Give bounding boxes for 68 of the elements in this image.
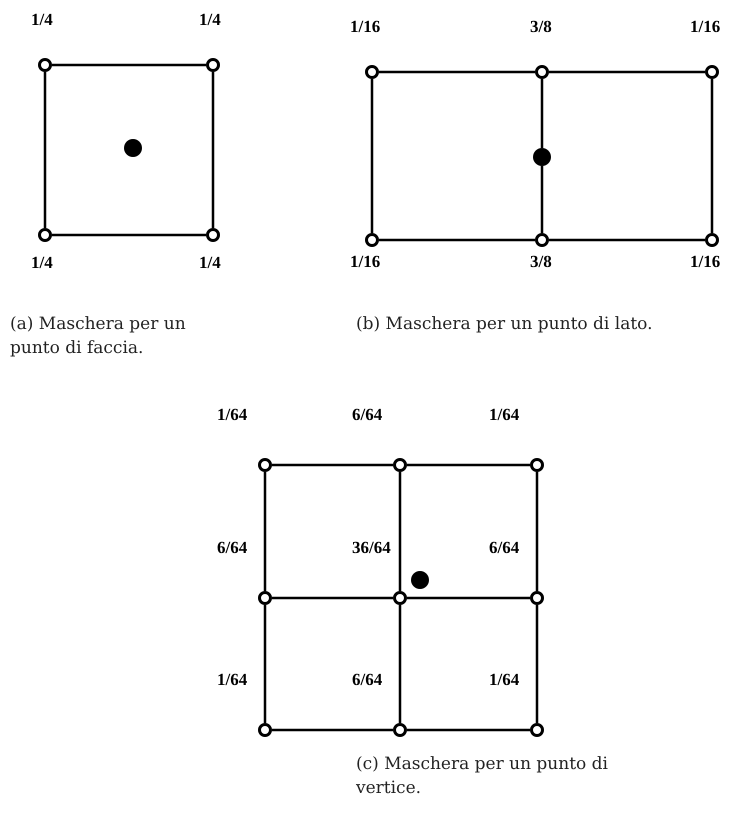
mesh-edge [272,596,393,600]
weight-label: 1/4 [31,10,53,30]
vertex-circle [393,723,407,737]
weight-label: 1/4 [199,253,221,273]
new-point-dot [533,148,551,166]
mesh-edge [272,464,393,466]
weight-label: 1/4 [199,10,221,30]
vertex-circle [535,65,549,79]
weight-label: 36/64 [352,538,391,558]
vertex-circle [365,65,379,79]
weight-label: 1/4 [31,253,53,273]
weight-label: 6/64 [352,405,382,425]
weight-label: 6/64 [489,538,520,558]
weight-label: 6/64 [352,670,382,690]
vertex-circle [530,458,544,472]
vertex-circle [393,591,407,605]
weight-label: 1/16 [350,252,380,272]
weight-label: 3/8 [530,17,552,37]
weight-label: 1/16 [690,17,720,37]
figure-caption: (c) Maschera per un punto di vertice. [356,753,609,800]
vertex-circle [258,458,272,472]
mesh-edge [398,472,402,591]
vertex-circle [38,228,52,242]
vertex-circle [206,58,220,72]
vertex-circle [393,458,407,472]
new-point-dot [124,139,142,157]
vertex-circle [258,723,272,737]
mesh-edge [370,79,374,233]
vertex-circle [530,591,544,605]
mesh-edge [540,166,544,233]
vertex-circle [258,591,272,605]
figure-caption: (b) Maschera per un punto di lato. [356,313,654,336]
weight-label: 1/16 [690,252,720,272]
mesh-edge [52,64,206,66]
vertex-circle [38,58,52,72]
vertex-circle [530,723,544,737]
weight-label: 3/8 [530,252,552,272]
mesh-edge [264,605,266,723]
mesh-edge [379,70,535,74]
figure-caption: (a) Maschera per un punto di faccia. [10,313,187,360]
vertex-circle [535,233,549,247]
mesh-edge [407,596,530,600]
vertex-circle [705,65,719,79]
weight-label: 6/64 [217,538,248,558]
mesh-edge [379,238,535,242]
mesh-edge [536,605,538,723]
mesh-edge [540,79,544,148]
mesh-edge [407,728,530,732]
weight-label: 1/64 [489,670,520,690]
new-point-dot [411,571,429,589]
mesh-edge [272,728,393,732]
vertex-circle [705,233,719,247]
mesh-edge [536,472,538,591]
mesh-edge [44,72,46,228]
mesh-edge [549,70,705,74]
vertex-circle [365,233,379,247]
mesh-edge [264,472,266,591]
weight-label: 1/64 [489,405,520,425]
mesh-edge [52,234,206,236]
mesh-edge [407,464,530,466]
weight-label: 1/16 [350,17,380,37]
mesh-edge [710,79,714,233]
mesh-edge [398,605,402,723]
weight-label: 1/64 [217,670,248,690]
mesh-edge [549,238,705,242]
vertex-circle [206,228,220,242]
mesh-edge [212,72,214,228]
weight-label: 1/64 [217,405,248,425]
